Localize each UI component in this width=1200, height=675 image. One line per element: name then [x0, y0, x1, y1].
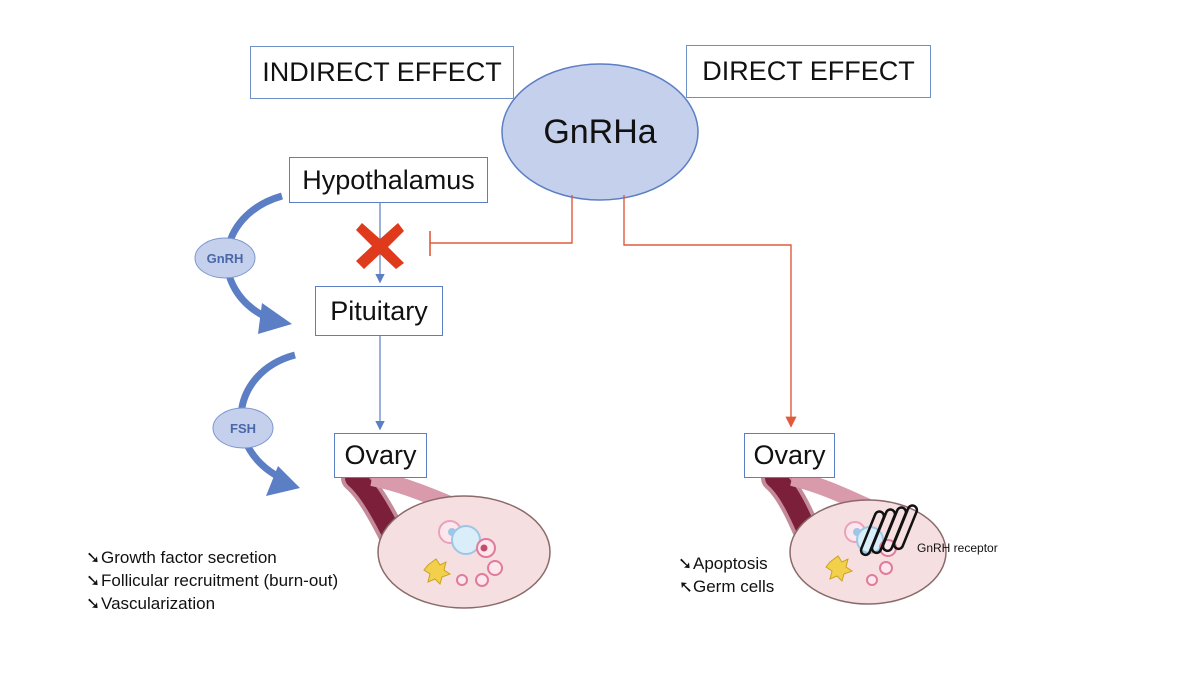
ovary-illustration-direct: [761, 464, 947, 605]
pituitary-label: Pituitary: [330, 295, 428, 326]
list-item: ➘Follicular recruitment (burn-out): [86, 571, 339, 590]
list-item: ➚Germ cells: [676, 577, 775, 596]
arrow-down-right-icon: ➘: [678, 554, 693, 573]
ovary-node-direct: Ovary: [744, 433, 835, 478]
ovary-node-indirect: Ovary: [334, 433, 427, 478]
gnrh-hormone-label: GnRH: [206, 250, 244, 266]
gnrha-ellipse: [501, 63, 699, 201]
arrow-down-right-icon: ➘: [86, 571, 101, 590]
ovary-illustration-indirect: [341, 464, 551, 609]
fsh-ellipse: [212, 407, 274, 449]
gnrh-ellipse: [194, 237, 256, 279]
fsh-hormone-label: FSH: [230, 420, 256, 436]
indirect-effect-text: INDIRECT EFFECT: [262, 57, 502, 87]
list-item: ➘Apoptosis: [678, 554, 768, 573]
indirect-effects-list: ➘Growth factor secretion ➘Follicular rec…: [86, 546, 338, 615]
indirect-effect-label: INDIRECT EFFECT: [250, 46, 514, 99]
gnrha-label: GnRHa: [543, 112, 657, 151]
arrow-down-right-icon: ➘: [86, 594, 101, 613]
hypothalamus-node: Hypothalamus: [289, 157, 488, 203]
direct-effect-text: DIRECT EFFECT: [702, 56, 915, 86]
hypothalamus-label: Hypothalamus: [302, 164, 475, 195]
list-item: ➘Growth factor secretion: [86, 548, 277, 567]
ovary-label-direct: Ovary: [753, 440, 826, 470]
direct-effects-list: ➘Apoptosis ➚Germ cells: [676, 552, 775, 598]
ovary-label-indirect: Ovary: [344, 440, 417, 470]
list-item: ➘Vascularization: [86, 594, 216, 613]
gnrh-receptor-icon: [859, 504, 919, 557]
arrow-down-right-icon: ➘: [86, 548, 101, 567]
direct-effect-arrow: [623, 195, 797, 428]
gnrh-arrowhead: [258, 303, 292, 334]
gnrh-receptor-label: GnRH receptor: [917, 541, 998, 555]
pituitary-node: Pituitary: [315, 286, 443, 336]
fsh-arrowhead: [266, 466, 300, 496]
inhibition-line: [430, 195, 573, 244]
direct-effect-label: DIRECT EFFECT: [686, 45, 931, 98]
cross-mark-icon: [356, 223, 404, 269]
arrow-up-left-icon: ➚: [676, 579, 695, 594]
